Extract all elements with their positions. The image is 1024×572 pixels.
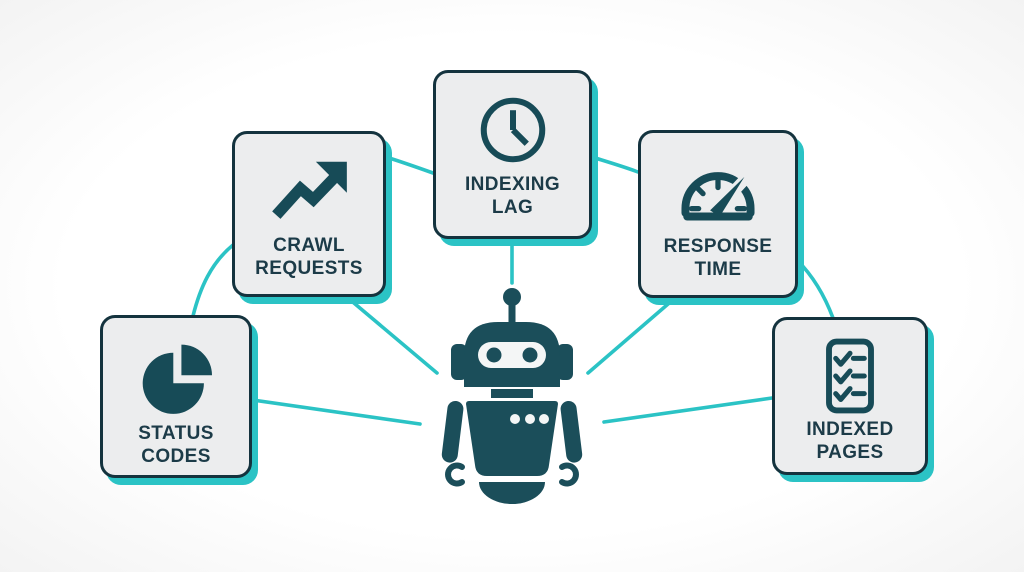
card-indexing-lag: INDEXING LAG xyxy=(433,70,592,239)
checklist-icon xyxy=(808,334,892,418)
speedometer-icon xyxy=(671,147,765,235)
card-indexed-pages: INDEXED PAGES xyxy=(772,317,928,475)
connector-line xyxy=(586,296,677,375)
connector-line xyxy=(191,243,235,318)
card-label-line1: RESPONSE xyxy=(663,236,773,257)
trend-up-arrow-icon xyxy=(263,148,355,234)
robot-antenna-icon xyxy=(503,288,521,306)
card-label-line2: LAG xyxy=(491,197,534,219)
robot-eye xyxy=(522,347,538,363)
card-label: INDEXING LAG xyxy=(465,173,560,225)
card-label-line2: CODES xyxy=(141,446,211,468)
card-label-line2: TIME xyxy=(694,259,742,281)
pie-chart-icon xyxy=(131,332,221,422)
card-label-line1: INDEXING xyxy=(464,174,561,195)
connector-line xyxy=(602,396,774,424)
robot-chest-dot xyxy=(510,414,520,424)
card-crawl-requests: CRAWL REQUESTS xyxy=(232,131,386,297)
robot-chest-dot xyxy=(539,414,549,424)
connector-line xyxy=(384,155,435,175)
robot-mascot xyxy=(441,288,583,504)
card-label: STATUS CODES xyxy=(138,422,214,474)
clock-icon xyxy=(470,87,556,173)
connector-line xyxy=(346,296,439,375)
card-label-line2: REQUESTS xyxy=(255,258,363,280)
card-label: RESPONSE TIME xyxy=(664,235,773,287)
card-label-line1: STATUS xyxy=(138,423,214,444)
card-response-time: RESPONSE TIME xyxy=(638,130,798,298)
card-label-line2: PAGES xyxy=(816,442,884,464)
card-label: CRAWL REQUESTS xyxy=(255,234,363,286)
connector-line xyxy=(795,258,835,320)
card-label-line1: INDEXED xyxy=(806,419,894,440)
connector-line xyxy=(251,398,422,426)
robot-chest-dot xyxy=(525,414,535,424)
card-label-line1: CRAWL xyxy=(273,235,345,256)
connector-line xyxy=(590,155,640,174)
robot-eye xyxy=(486,347,502,363)
card-status-codes: STATUS CODES xyxy=(100,315,252,478)
card-label: INDEXED PAGES xyxy=(806,418,893,470)
